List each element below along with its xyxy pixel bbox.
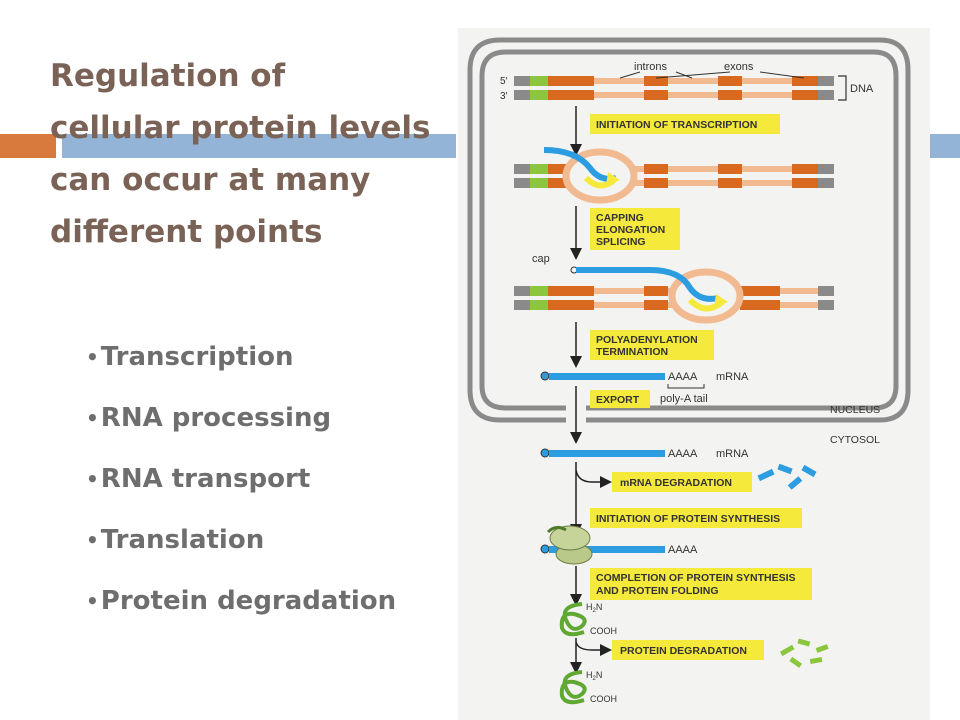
bullet-text: Translation [100, 525, 265, 555]
mrna-fragments [757, 463, 817, 490]
step-completion: COMPLETION OF PROTEIN SYNTHESIS [596, 572, 796, 584]
step-box-initiation-transcription [590, 114, 780, 134]
bullet-item: •Translation [86, 519, 396, 580]
step-box-completion [590, 568, 812, 600]
bullet-dot: • [86, 528, 99, 552]
folded-protein [559, 670, 587, 705]
dna-bracket [838, 75, 847, 101]
peptide-fragments [779, 638, 829, 668]
bullet-dot: • [86, 467, 99, 491]
poly-a-bracket [667, 384, 705, 389]
exons-label: exons [724, 61, 754, 73]
gene-expression-diagram: 5′ 3′ DNA introns exons INITIATION OF TR… [458, 28, 930, 720]
step-protein-degradation: PROTEIN DEGRADATION [620, 645, 747, 657]
step-box-initiation-protein [590, 508, 802, 528]
accent-bar-blue-right [928, 134, 960, 158]
folded-protein [559, 602, 587, 637]
exons-pointer [655, 71, 731, 79]
bullet-item: •RNA transport [86, 458, 396, 519]
bullet-item: •Protein degradation [86, 580, 396, 641]
step-export: EXPORT [596, 394, 640, 406]
mrna-cytosolic [549, 450, 665, 457]
branch-arrow [575, 469, 612, 488]
bullet-text: Transcription [100, 342, 294, 372]
dna-label: DNA [850, 83, 874, 95]
dna-duplex [514, 76, 834, 100]
bullet-text: RNA transport [100, 464, 311, 494]
poly-a-sequence: AAAA [668, 448, 698, 460]
accent-bar-orange [0, 134, 56, 158]
nucleus-label: NUCLEUS [830, 404, 880, 416]
mrna-nuclear [549, 373, 665, 380]
poly-a-sequence: AAAA [668, 371, 698, 383]
bullet-dot: • [86, 345, 99, 369]
mrna-cap [540, 544, 550, 554]
nucleus-envelope-outer [467, 37, 911, 423]
introns-pointer [619, 71, 641, 79]
bullet-list: •Transcription •RNA processing •RNA tran… [86, 336, 396, 641]
mrna-translating [549, 546, 665, 553]
step-box-mrna-degradation [612, 472, 752, 492]
bullet-text: Protein degradation [100, 586, 397, 616]
step-box-export [590, 390, 650, 408]
carboxyl-terminus-label: COOH [590, 694, 617, 704]
mrna-cap [540, 371, 550, 381]
step-initiation-protein: INITIATION OF PROTEIN SYNTHESIS [596, 513, 780, 525]
step-polyadenylation: POLYADENYLATION [596, 334, 698, 346]
poly-a-sequence: AAAA [668, 544, 698, 556]
five-prime-label: 5′ [500, 76, 508, 87]
step-box-capping [590, 208, 680, 250]
step-box-protein-degradation [612, 640, 764, 660]
cap-label: cap [532, 253, 550, 265]
diagram-background [458, 28, 930, 720]
bullet-dot: • [86, 406, 99, 430]
bullet-text: RNA processing [100, 403, 332, 433]
bullet-item: •RNA processing [86, 397, 396, 458]
accent-bar-blue [62, 134, 456, 158]
title-line: Regulation of [50, 58, 286, 94]
dna-transcription-bubble [514, 147, 834, 204]
exons-pointer [759, 71, 805, 79]
bullet-dot: • [86, 589, 99, 613]
title-line: can occur at many [50, 162, 371, 198]
amino-terminus-label: H2N [586, 602, 602, 614]
step-termination: TERMINATION [596, 346, 668, 358]
ribosome [546, 525, 593, 565]
mrna-cap [540, 448, 550, 458]
cytosol-label: CYTOSOL [830, 434, 880, 446]
step-capping: CAPPING [596, 212, 644, 224]
amino-terminus-label: H2N [586, 670, 602, 682]
step-splicing: SPLICING [596, 236, 646, 248]
introns-pointer [675, 71, 693, 79]
dna-elongation [514, 266, 834, 324]
nucleus-envelope-inner [479, 49, 899, 411]
step-box-polyadenylation [590, 330, 714, 360]
three-prime-label: 3′ [500, 91, 508, 102]
step-mrna-degradation: mRNA DEGRADATION [620, 477, 732, 489]
title-line: different points [50, 214, 323, 250]
mrna-label: mRNA [716, 371, 749, 383]
mrna-label: mRNA [716, 448, 749, 460]
introns-label: introns [634, 61, 668, 73]
slide-title: Regulation of cellular protein levels ca… [50, 50, 450, 258]
step-folding: AND PROTEIN FOLDING [596, 585, 719, 597]
carboxyl-terminus-label: COOH [590, 626, 617, 636]
title-line: cellular protein levels [50, 110, 431, 146]
poly-a-tail-label: poly-A tail [660, 393, 708, 405]
step-elongation: ELONGATION [596, 224, 665, 236]
branch-arrow [575, 641, 612, 656]
bullet-item: •Transcription [86, 336, 396, 397]
step-initiation-transcription: INITIATION OF TRANSCRIPTION [596, 119, 757, 131]
